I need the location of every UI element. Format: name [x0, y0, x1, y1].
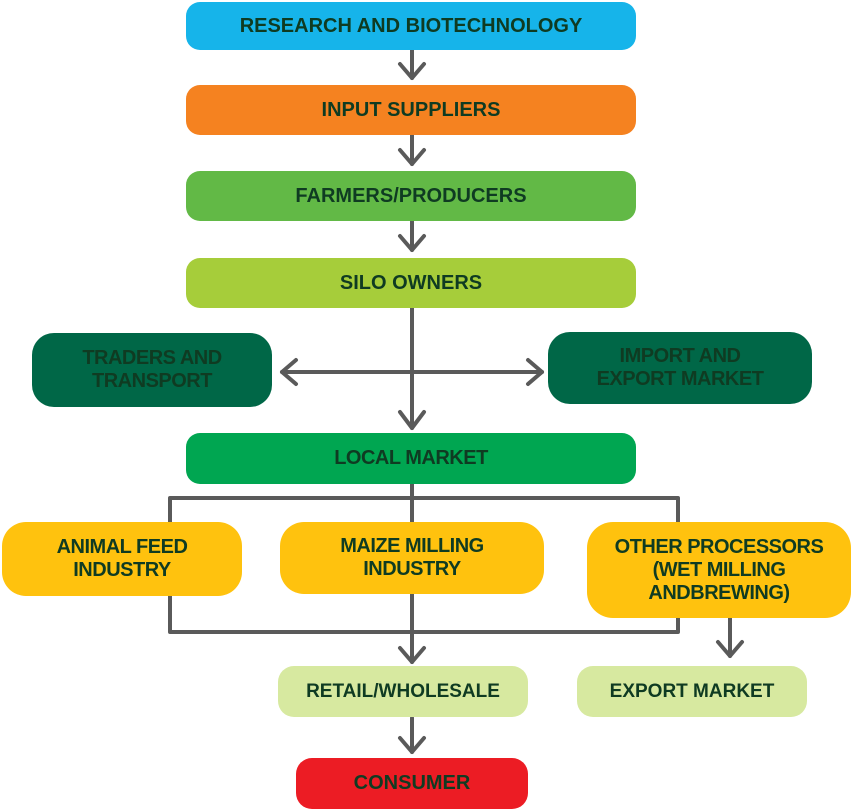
node-maize-milling-line1: MAIZE MILLING: [340, 535, 484, 557]
arrowhead: [398, 410, 426, 430]
node-silo-owners: SILO OWNERS: [186, 258, 636, 308]
arrowhead: [398, 148, 426, 166]
node-retail-wholesale-label: RETAIL/WHOLESALE: [306, 680, 500, 702]
node-local-market-label: LOCAL MARKET: [334, 447, 488, 469]
node-animal-feed-line2: INDUSTRY: [73, 559, 171, 581]
node-input-suppliers: INPUT SUPPLIERS: [186, 85, 636, 135]
node-maize-milling-industry: MAIZE MILLING INDUSTRY: [280, 522, 544, 594]
node-maize-milling-line2: INDUSTRY: [363, 558, 461, 580]
node-farmers-producers-label: FARMERS/PRODUCERS: [295, 184, 527, 207]
node-research: RESEARCH AND BIOTECHNOLOGY: [186, 2, 636, 50]
node-import-export-line1: IMPORT AND: [619, 345, 741, 367]
arrowhead: [398, 646, 426, 664]
node-local-market: LOCAL MARKET: [186, 433, 636, 484]
node-import-export-market: IMPORT AND EXPORT MARKET: [548, 332, 812, 404]
node-export-market: EXPORT MARKET: [577, 666, 807, 717]
arrowhead: [398, 736, 426, 754]
arrowhead: [716, 640, 744, 658]
node-input-suppliers-label: INPUT SUPPLIERS: [321, 98, 501, 121]
node-farmers-producers: FARMERS/PRODUCERS: [186, 171, 636, 221]
node-traders-transport-line2: TRANSPORT: [92, 370, 212, 392]
node-other-processors-line1: OTHER PROCESSORS: [614, 535, 824, 558]
arrowhead: [280, 358, 298, 386]
node-consumer-label: CONSUMER: [353, 772, 471, 794]
node-export-market-label: EXPORT MARKET: [609, 680, 775, 702]
industry-bracket: [168, 496, 680, 524]
node-animal-feed-industry: ANIMAL FEED INDUSTRY: [2, 522, 242, 596]
node-import-export-line2: EXPORT MARKET: [596, 368, 764, 390]
node-other-processors-line2: (WET MILLING: [652, 558, 786, 581]
arrowhead: [398, 62, 426, 80]
retail-bracket: [168, 592, 680, 634]
node-other-processors: OTHER PROCESSORS (WET MILLING ANDBREWING…: [587, 522, 851, 618]
node-retail-wholesale: RETAIL/WHOLESALE: [278, 666, 528, 717]
node-traders-transport-line1: TRADERS AND: [82, 347, 222, 369]
node-consumer: CONSUMER: [296, 758, 528, 809]
arrowhead: [398, 234, 426, 252]
node-other-processors-line3: ANDBREWING): [648, 581, 790, 604]
node-animal-feed-line1: ANIMAL FEED: [56, 536, 188, 558]
node-silo-owners-label: SILO OWNERS: [339, 271, 483, 294]
node-traders-transport: TRADERS AND TRANSPORT: [32, 333, 272, 407]
arrowhead: [526, 358, 544, 386]
node-research-label: RESEARCH AND BIOTECHNOLOGY: [239, 14, 583, 37]
